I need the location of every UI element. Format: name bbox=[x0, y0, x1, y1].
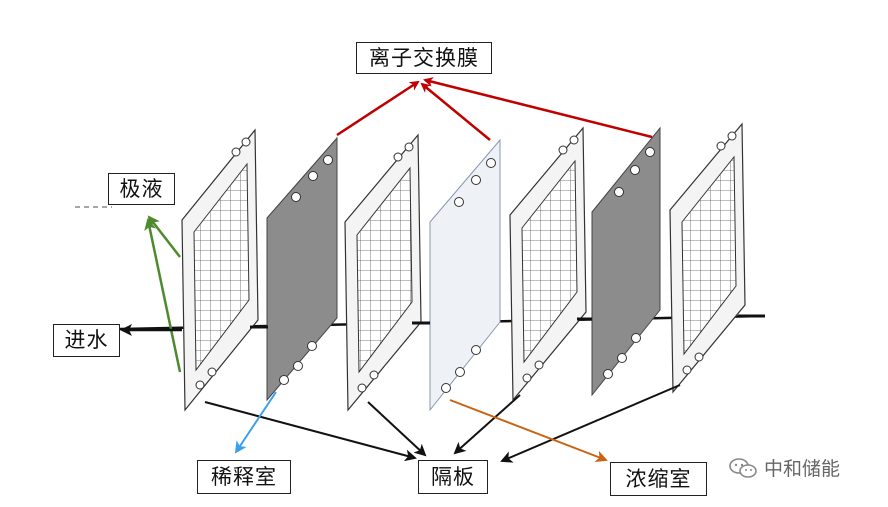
membrane-label: 离子交换膜 bbox=[356, 42, 492, 74]
electrode-arrow-2 bbox=[144, 218, 182, 373]
inlet-water-label: 进水 bbox=[53, 324, 120, 357]
membrane-arrow-2 bbox=[420, 82, 491, 141]
spacer-frame-4 bbox=[669, 122, 746, 394]
wechat-icon bbox=[729, 457, 757, 478]
spacer-arrow-3 bbox=[453, 394, 521, 455]
membrane-2 bbox=[591, 126, 661, 397]
dilute-arrow bbox=[234, 391, 277, 454]
watermark: 中和储能 bbox=[728, 454, 840, 481]
spacer-frame-3 bbox=[509, 126, 587, 402]
spacer-arrow-1 bbox=[204, 401, 417, 462]
concentrate-arrow bbox=[449, 399, 608, 463]
electrode-liquid-label: 极液 bbox=[108, 173, 175, 205]
spacer-frame-1 bbox=[181, 128, 259, 412]
dilute-chamber-label: 稀释室 bbox=[197, 460, 291, 494]
concentrate-chamber-label: 浓缩室 bbox=[610, 462, 707, 496]
spacer-label: 隔板 bbox=[418, 460, 488, 494]
membrane-clear bbox=[429, 138, 501, 412]
watermark-text: 中和储能 bbox=[764, 458, 841, 480]
membrane-1 bbox=[266, 136, 338, 402]
membrane-arrow-3 bbox=[423, 77, 653, 139]
spacer-frame-2 bbox=[344, 133, 422, 412]
spacer-arrow-2 bbox=[367, 401, 427, 457]
spacer-arrow-4 bbox=[500, 384, 681, 463]
membrane-arrow-1 bbox=[336, 80, 420, 137]
